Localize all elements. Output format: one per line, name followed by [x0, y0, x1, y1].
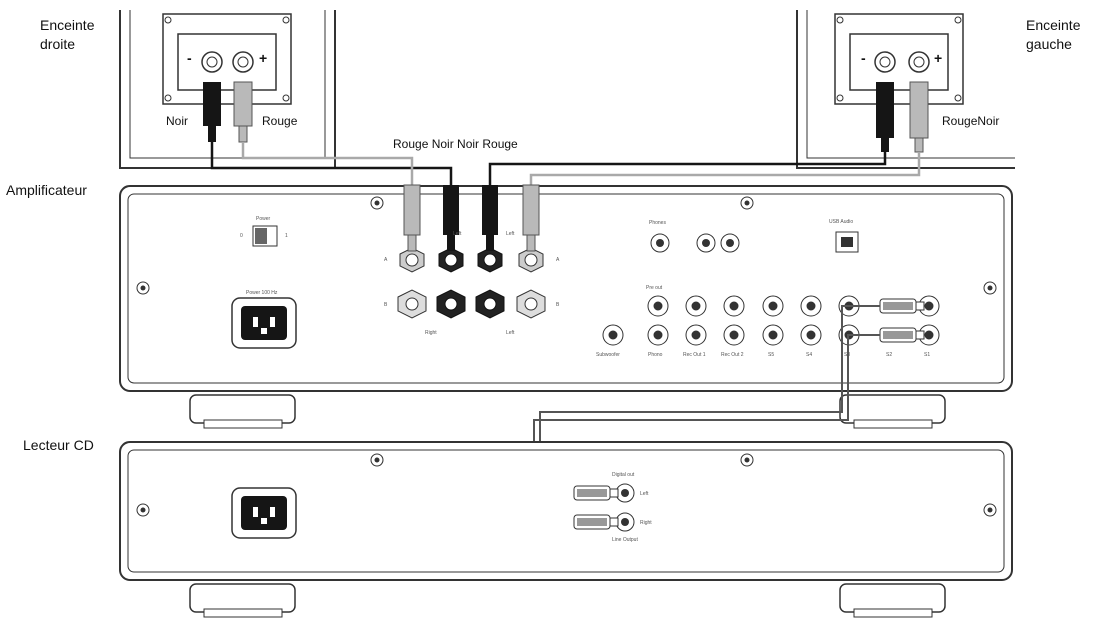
label-right-red-wire: Rouge — [262, 114, 298, 128]
amp-power-label: Power — [256, 216, 271, 222]
amp-right-tag: Right — [425, 330, 437, 336]
amp-left-tag: Left — [506, 330, 515, 336]
label-speaker-right: Enceinte droite — [40, 17, 95, 52]
amp-rca-inputs — [602, 295, 940, 346]
amp-input-s2: S2 — [886, 352, 893, 358]
amp-a-tag: A — [384, 257, 388, 263]
amp-speaker-terminals-b — [397, 289, 546, 319]
amp-input-s5: S5 — [768, 352, 775, 358]
amp-on-mark: 1 — [285, 233, 288, 239]
amp-phono-label: Phono — [648, 352, 663, 358]
speaker-right-minus-terminal — [201, 51, 223, 73]
amp-spk-a-tag: Left — [453, 231, 462, 237]
amp-speaker-plugs — [403, 184, 540, 252]
speaker-left-minus-terminal — [874, 51, 896, 73]
speaker-cables — [210, 142, 921, 185]
speaker-left-plus-terminal — [908, 51, 930, 73]
amp-usb-label: USB Audio — [829, 219, 854, 225]
label-left-wires: RougeNoir — [942, 114, 1000, 128]
amp-input-s1: S1 — [924, 352, 931, 358]
label-wire-order: Rouge Noir Noir Rouge — [393, 137, 518, 151]
speaker-left-black-plug — [876, 82, 894, 138]
cd-chassis — [119, 441, 1013, 581]
amp-preout-label: Pre out — [646, 285, 663, 291]
amp-off-mark: 0 — [240, 233, 243, 239]
amp-rec2-label: Rec Out 2 — [721, 352, 744, 358]
amplifier-unit — [119, 184, 1013, 429]
amp-input-s4: S4 — [806, 352, 813, 358]
amp-headphone-label: Phones — [649, 220, 666, 226]
cd-left-label: Left — [640, 491, 649, 497]
amp-subwoofer-label: Subwoofer — [596, 352, 620, 358]
speaker-left-red-plug — [909, 81, 929, 139]
speaker-right — [119, 10, 336, 169]
cd-right-label: Right — [640, 520, 652, 526]
speaker-left-plus-sign: + — [934, 50, 943, 66]
label-amplifier: Amplificateur — [6, 182, 87, 198]
label-cd-player: Lecteur CD — [23, 437, 94, 453]
speaker-left — [796, 10, 1015, 169]
speaker-right-minus-sign: - — [187, 50, 192, 66]
label-right-black-wire: Noir — [166, 114, 189, 128]
cd-digital-out-label: Digital out — [612, 472, 635, 478]
amp-input-s3: S3 — [844, 352, 851, 358]
speaker-right-red-plug — [233, 81, 253, 127]
amp-rec1-label: Rec Out 1 — [683, 352, 706, 358]
amp-mains-label: Power 100 Hz — [246, 290, 278, 296]
cd-player-unit — [119, 441, 1013, 618]
amp-a-tag-right: A — [556, 257, 560, 263]
amp-rca-plugs — [879, 298, 925, 343]
amp-b-tag-right: B — [556, 302, 560, 308]
amplifier-chassis — [119, 185, 1013, 392]
speaker-right-plus-terminal — [232, 51, 254, 73]
speaker-right-black-plug — [203, 82, 221, 126]
amp-spk-b-tag: Left — [506, 231, 515, 237]
amp-b-tag: B — [384, 302, 388, 308]
speaker-left-minus-sign: - — [861, 50, 866, 66]
cd-line-out-label: Line Output — [612, 537, 638, 543]
label-speaker-left: Enceinte gauche — [1026, 17, 1081, 52]
speaker-right-plus-sign: + — [259, 50, 268, 66]
